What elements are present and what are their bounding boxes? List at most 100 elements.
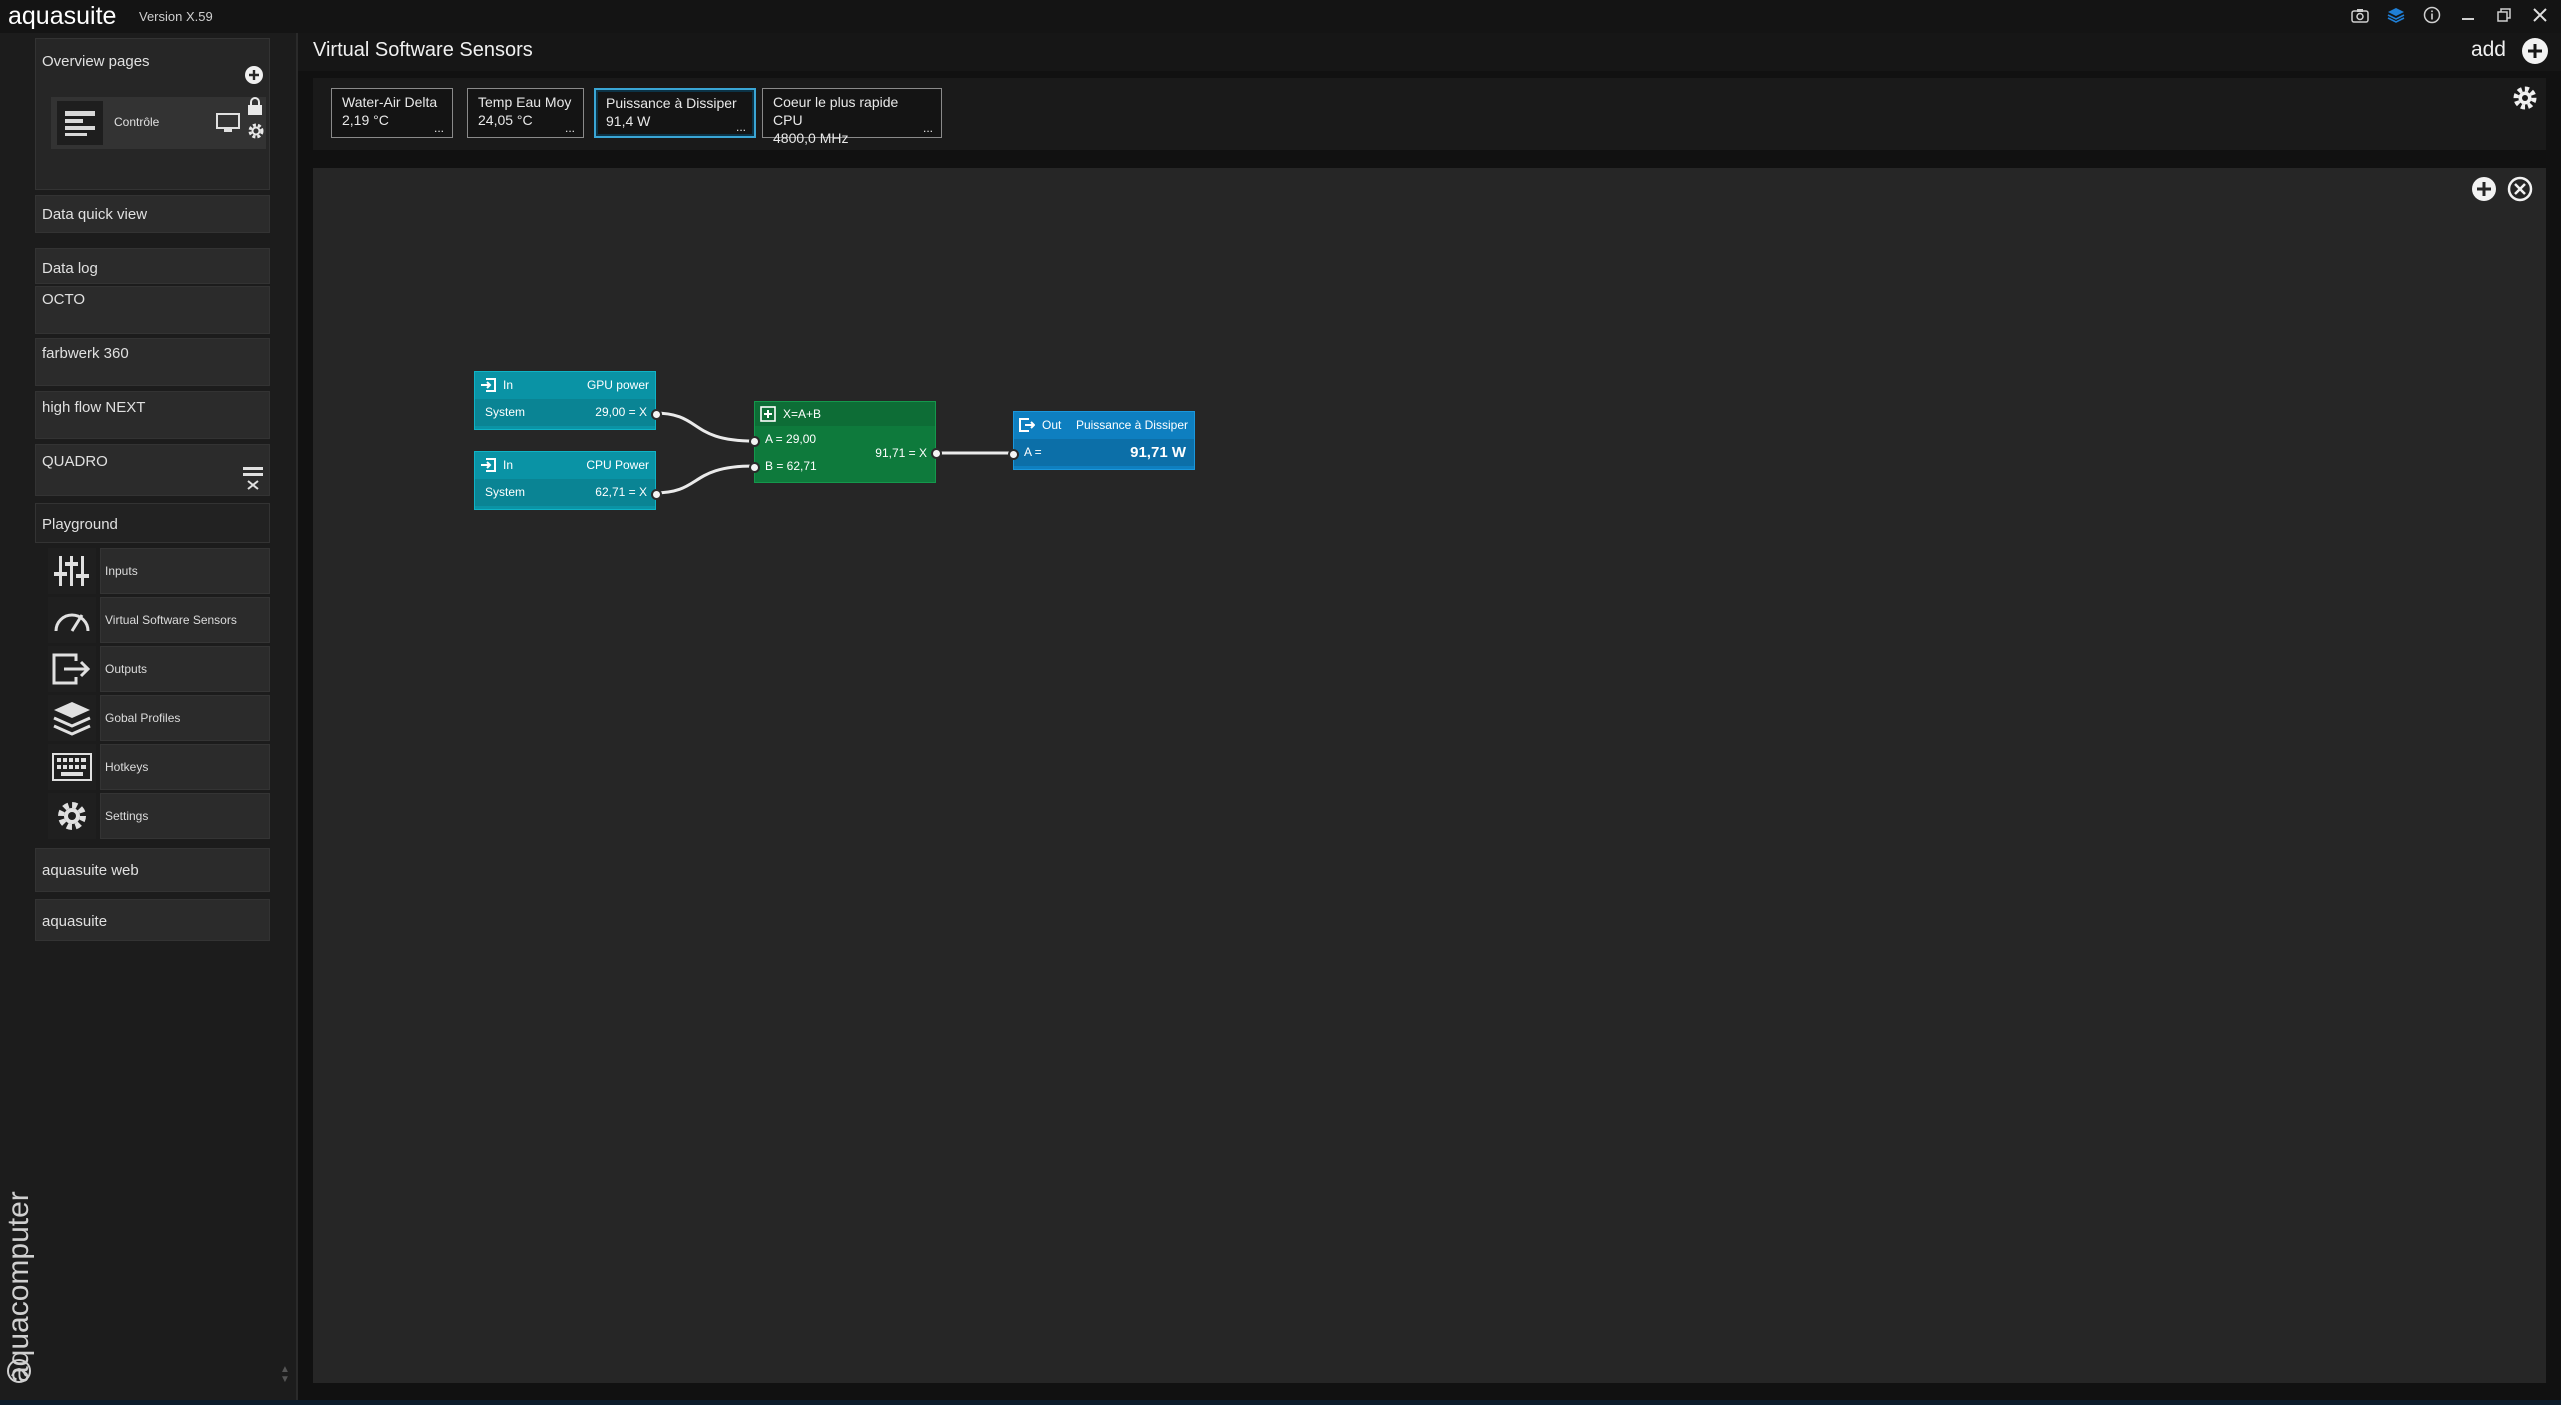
sensor-value: 91,4 W	[606, 113, 651, 129]
add-overview-icon[interactable]	[244, 65, 264, 89]
node-input-label: A =	[1024, 445, 1042, 459]
input-node-cpu[interactable]: In CPU Power System 62,71 = X	[474, 451, 662, 510]
sidebar-subitem-label: Inputs	[100, 548, 270, 594]
sensor-tile-selected[interactable]: Puissance à Dissiper 91,4 W ...	[594, 88, 756, 138]
sidebar-subitem-global-profiles[interactable]: Gobal Profiles	[48, 695, 270, 741]
op-input-b: B = 62,71	[765, 459, 817, 473]
input-node-gpu[interactable]: In GPU power System 29,00 = X	[474, 371, 662, 430]
op-input-a: A = 29,00	[765, 432, 817, 446]
overview-page-thumbnail-icon	[57, 101, 103, 145]
sidebar-item-label: QUADRO	[42, 453, 108, 470]
sidebar-item-data-log[interactable]: Data log	[35, 248, 270, 284]
camera-icon[interactable]	[2349, 3, 2371, 27]
vertical-brand: aquacomputer	[2, 1191, 35, 1383]
sensor-tile[interactable]: Temp Eau Moy 24,05 °C ...	[467, 88, 584, 138]
sidebar-item-aquasuite-web[interactable]: aquasuite web	[35, 848, 270, 892]
lock-icon[interactable]	[247, 97, 263, 119]
sidebar-item-data-quick-view[interactable]: Data quick view	[35, 195, 270, 233]
output-icon	[48, 646, 96, 692]
sidebar-item-label: Data log	[42, 260, 98, 277]
sensor-more[interactable]: ...	[735, 120, 746, 134]
input-node-icon	[480, 378, 496, 392]
sidebar-subitem-outputs[interactable]: Outputs	[48, 646, 270, 692]
sidebar-item-label: Data quick view	[42, 206, 148, 223]
sidebar-subitem-hotkeys[interactable]: Hotkeys	[48, 744, 270, 790]
sidebar-item-label: farbwerk 360	[42, 345, 129, 362]
sidebar-item-octo[interactable]: OCTO	[35, 286, 270, 334]
wire-cpu-to-b	[653, 464, 755, 495]
sidebar-item-high-flow-next[interactable]: high flow NEXT	[35, 391, 270, 439]
monitor-icon[interactable]	[216, 113, 240, 137]
sidebar-subitem-label: Outputs	[100, 646, 270, 692]
sidebar-item-aquasuite[interactable]: aquasuite	[35, 899, 270, 941]
node-value: 29,00 = X	[595, 405, 647, 419]
sidebar-subitem-settings[interactable]: Settings	[48, 793, 270, 839]
sensor-strip: Water-Air Delta 2,19 °C ... Temp Eau Moy…	[313, 78, 2546, 150]
device-settings-icon[interactable]	[242, 465, 264, 495]
input-node-icon	[480, 458, 496, 472]
sensor-tile[interactable]: Coeur le plus rapide CPU 4800,0 MHz ...	[762, 88, 942, 146]
gear-icon[interactable]	[246, 121, 266, 145]
sidebar-item-farbwerk-360[interactable]: farbwerk 360	[35, 338, 270, 386]
node-name: GPU power	[586, 378, 649, 392]
sidebar-scroll-arrows-icon[interactable]: ▲▼	[280, 1364, 290, 1385]
add-icon[interactable]	[2521, 37, 2549, 70]
output-port[interactable]	[931, 448, 942, 459]
sidebar-subitem-virtual-software-sensors[interactable]: Virtual Software Sensors	[48, 597, 270, 643]
app-title: aquasuite	[8, 2, 117, 30]
sensor-tile[interactable]: Water-Air Delta 2,19 °C ...	[331, 88, 453, 138]
input-port-a[interactable]	[749, 436, 760, 447]
keyboard-icon	[48, 744, 96, 790]
output-port[interactable]	[651, 409, 662, 420]
sensor-value: 4800,0 MHz	[773, 130, 849, 146]
sidebar: Overview pages Contrôle Data quick view …	[0, 33, 298, 1400]
input-port-b[interactable]	[749, 462, 760, 473]
output-node[interactable]: Out Puissance à Dissiper A = 91,71 W	[1008, 411, 1195, 470]
sidebar-item-label: high flow NEXT	[42, 399, 146, 416]
input-port[interactable]	[1008, 449, 1019, 460]
node-source: System	[485, 405, 526, 419]
window-controls	[2349, 3, 2551, 27]
restore-icon[interactable]	[2493, 3, 2515, 27]
sensor-value: 2,19 °C	[342, 112, 389, 128]
overview-page-item[interactable]: Contrôle	[51, 97, 266, 149]
sensor-name: Coeur le plus rapide CPU	[773, 94, 899, 128]
brand-logo-icon	[6, 1358, 32, 1389]
sensor-more[interactable]: ...	[922, 121, 933, 135]
node-name: CPU Power	[586, 458, 649, 472]
sidebar-item-playground[interactable]: Playground	[35, 503, 270, 543]
sensor-more[interactable]: ...	[564, 121, 575, 135]
sidebar-overview-pages[interactable]: Overview pages Contrôle	[35, 38, 270, 190]
node-value: 62,71 = X	[595, 485, 647, 499]
output-port[interactable]	[651, 489, 662, 500]
node-kind: In	[503, 378, 514, 392]
node-canvas[interactable]: In GPU power System 29,00 = X In CPU Pow…	[313, 168, 2546, 1383]
close-icon[interactable]	[2529, 3, 2551, 27]
sidebar-item-label: aquasuite	[42, 913, 108, 930]
sidebar-subitem-inputs[interactable]: Inputs	[48, 548, 270, 594]
op-result: 91,71 = X	[875, 446, 927, 460]
add-node-icon[interactable]	[2471, 176, 2497, 207]
minimize-icon[interactable]	[2457, 3, 2479, 27]
sensor-name: Temp Eau Moy	[478, 94, 572, 110]
sidebar-item-label: OCTO	[42, 291, 86, 308]
sensor-value: 24,05 °C	[478, 112, 533, 128]
settings-icon[interactable]	[2511, 84, 2539, 117]
add-operation-node[interactable]: X=A+B A = 29,00 91,71 = X B = 62,71	[749, 401, 942, 483]
sidebar-overview-label: Overview pages	[42, 53, 150, 70]
sensor-more[interactable]: ...	[433, 121, 444, 135]
sidebar-item-label: Playground	[42, 516, 118, 533]
info-icon[interactable]	[2421, 3, 2443, 27]
node-wires	[653, 411, 1013, 495]
sensor-name: Water-Air Delta	[342, 94, 438, 110]
title-bar: aquasuite Version X.59	[0, 0, 2561, 33]
sidebar-subitem-label: Gobal Profiles	[100, 695, 270, 741]
sidebar-item-label: aquasuite web	[42, 862, 139, 879]
sidebar-subitem-label: Settings	[100, 793, 270, 839]
sidebar-item-quadro[interactable]: QUADRO	[35, 444, 270, 496]
close-canvas-icon[interactable]	[2507, 176, 2533, 207]
layers-icon[interactable]	[2385, 3, 2407, 27]
add-button-label[interactable]: add	[2470, 38, 2506, 61]
output-node-icon	[1019, 418, 1036, 432]
op-title: X=A+B	[783, 407, 822, 421]
